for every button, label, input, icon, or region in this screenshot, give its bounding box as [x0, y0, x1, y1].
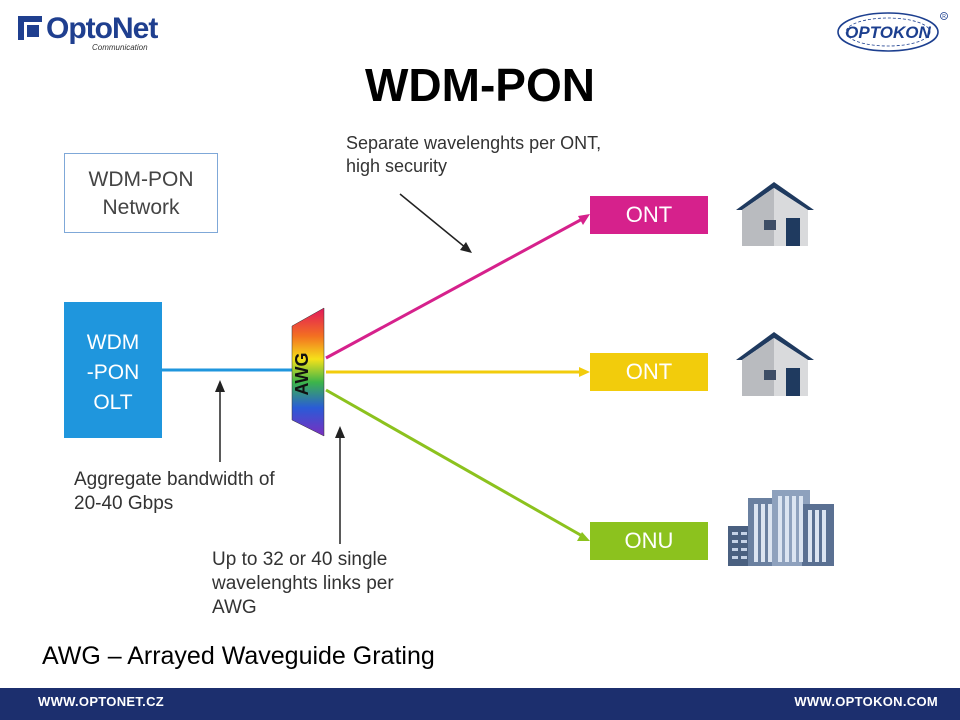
- network-label-box: WDM-PON Network: [64, 153, 218, 233]
- olt-label-line-1: WDM: [86, 331, 140, 354]
- optokon-logo-graphic: OPTOKON R: [837, 12, 948, 52]
- optokon-logo: OPTOKON R: [832, 6, 952, 54]
- links-note-line-1: Up to 32 or 40 single: [212, 549, 388, 570]
- onu-arrowhead: [577, 532, 590, 541]
- footer-link-optonet[interactable]: WWW.OPTONET.CZ: [38, 694, 165, 709]
- svg-text:R: R: [942, 14, 946, 20]
- security-note-line-2: high security: [346, 156, 448, 176]
- links-note-arrowhead: [335, 426, 345, 438]
- olt-label-line-2: -PON: [86, 361, 140, 384]
- house-icon: [736, 182, 814, 246]
- onu-box: ONU: [590, 522, 708, 560]
- building-icon: [728, 490, 834, 566]
- onu-fiber-line: [325, 388, 585, 539]
- ont-box-1: ONT: [590, 196, 708, 234]
- links-note-line-2: wavelenghts links per: [212, 573, 394, 594]
- awg-label: AWG: [292, 353, 312, 396]
- house-icon: [736, 332, 814, 396]
- olt-box: WDM -PON OLT: [64, 302, 162, 438]
- ont-1-fiber-line: [325, 215, 587, 360]
- network-label-line-1: WDM-PON: [88, 168, 194, 191]
- awg-caption: AWG – Arrayed Waveguide Grating: [42, 642, 435, 670]
- bandwidth-note-line-1: Aggregate bandwidth of: [74, 469, 275, 490]
- security-note-line-1: Separate wavelenghts per ONT,: [346, 133, 602, 153]
- security-note-arrow-line: [399, 193, 467, 249]
- optonet-mark-icon: [18, 16, 42, 40]
- olt-label-line-3: OLT: [93, 391, 133, 414]
- optonet-logo-subtitle: Communication: [92, 43, 148, 52]
- awg-element: [291, 307, 325, 437]
- ont-1-arrowhead: [578, 214, 590, 225]
- bandwidth-note-line-2: 20-40 Gbps: [74, 493, 174, 514]
- footer-link-optokon[interactable]: WWW.OPTOKON.COM: [794, 694, 938, 709]
- links-note-line-3: AWG: [212, 597, 257, 618]
- bandwidth-note: Aggregate bandwidth of 20-40 Gbps: [74, 468, 275, 516]
- ont-2-arrowhead: [579, 367, 590, 377]
- security-note: Separate wavelenghts per ONT, high secur…: [346, 132, 601, 178]
- ont-box-2: ONT: [590, 353, 708, 391]
- optokon-logo-name: OPTOKON: [845, 23, 931, 42]
- slide-title: WDM-PON: [365, 59, 595, 111]
- footer-bar: [0, 688, 960, 720]
- optonet-logo: OptoNet Communication: [18, 12, 178, 52]
- security-note-arrowhead: [460, 242, 472, 253]
- network-label-line-2: Network: [102, 196, 180, 219]
- links-note: Up to 32 or 40 single wavelenghts links …: [212, 548, 394, 620]
- bandwidth-note-arrowhead: [215, 380, 225, 392]
- optonet-logo-name: OptoNet: [46, 12, 158, 45]
